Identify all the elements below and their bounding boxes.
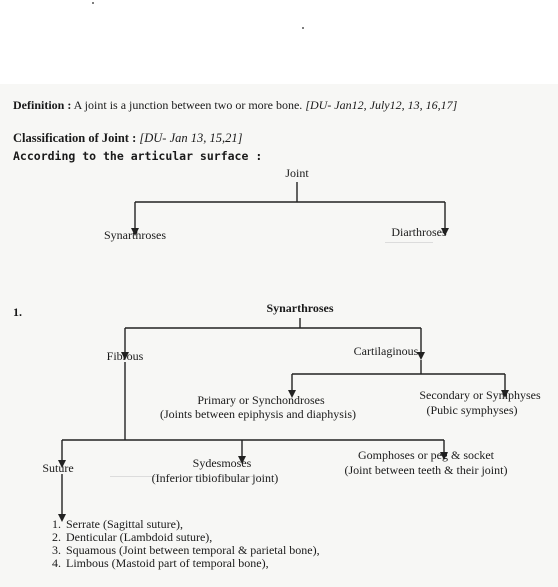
classification-label: Classification of Joint : bbox=[13, 131, 137, 145]
list-item: Squamous (Joint between temporal & parie… bbox=[64, 544, 320, 557]
list-item: Limbous (Mastoid part of temporal bone), bbox=[64, 557, 320, 570]
definition-line: Definition : A joint is a junction betwe… bbox=[13, 98, 457, 113]
node-sydesmoses-description: (Inferior tibiofibular joint) bbox=[151, 471, 279, 485]
definition-label: Definition : bbox=[13, 98, 72, 112]
bleed-through-mark bbox=[385, 242, 433, 243]
speck bbox=[302, 27, 304, 29]
classification-reference: [DU- Jan 13, 15,21] bbox=[136, 131, 243, 145]
node-gomphoses: Gomphoses or peg & socket bbox=[358, 448, 494, 462]
node-primary-description: (Joints between epiphysis and diaphysis) bbox=[160, 407, 356, 421]
node-fibrous: Fibrous bbox=[106, 349, 144, 363]
node-synarthroses: Synarthroses bbox=[104, 228, 166, 242]
section-number: 1. bbox=[13, 305, 22, 319]
node-suture: Suture bbox=[42, 461, 74, 475]
speck bbox=[92, 2, 94, 4]
classification-heading: Classification of Joint : [DU- Jan 13, 1… bbox=[13, 131, 243, 146]
node-gomphoses-description: (Joint between teeth & their joint) bbox=[344, 463, 508, 477]
node-synarthroses-heading: Synarthroses bbox=[266, 301, 334, 315]
node-secondary-description: (Pubic symphyses) bbox=[426, 403, 518, 417]
list-item: Denticular (Lambdoid suture), bbox=[64, 531, 320, 544]
definition-reference: [DU- Jan12, July12, 13, 16,17] bbox=[302, 98, 458, 112]
definition-text: A joint is a junction between two or mor… bbox=[71, 98, 303, 112]
node-primary: Primary or Synchondroses bbox=[197, 393, 325, 407]
page-background bbox=[0, 84, 558, 587]
suture-types-list: Serrate (Sagittal suture), Denticular (L… bbox=[18, 518, 320, 570]
node-cartilaginous: Cartilaginous bbox=[353, 344, 419, 358]
node-sydesmoses: Sydesmoses bbox=[192, 456, 252, 470]
list-item: Serrate (Sagittal suture), bbox=[64, 518, 320, 531]
bleed-through-mark bbox=[110, 476, 270, 477]
node-joint: Joint bbox=[285, 166, 309, 180]
node-secondary: Secondary or Symphyses bbox=[419, 388, 541, 402]
articular-surface-subheading: According to the articular surface : bbox=[13, 149, 263, 163]
node-diarthroses: Diarthroses bbox=[391, 225, 447, 239]
